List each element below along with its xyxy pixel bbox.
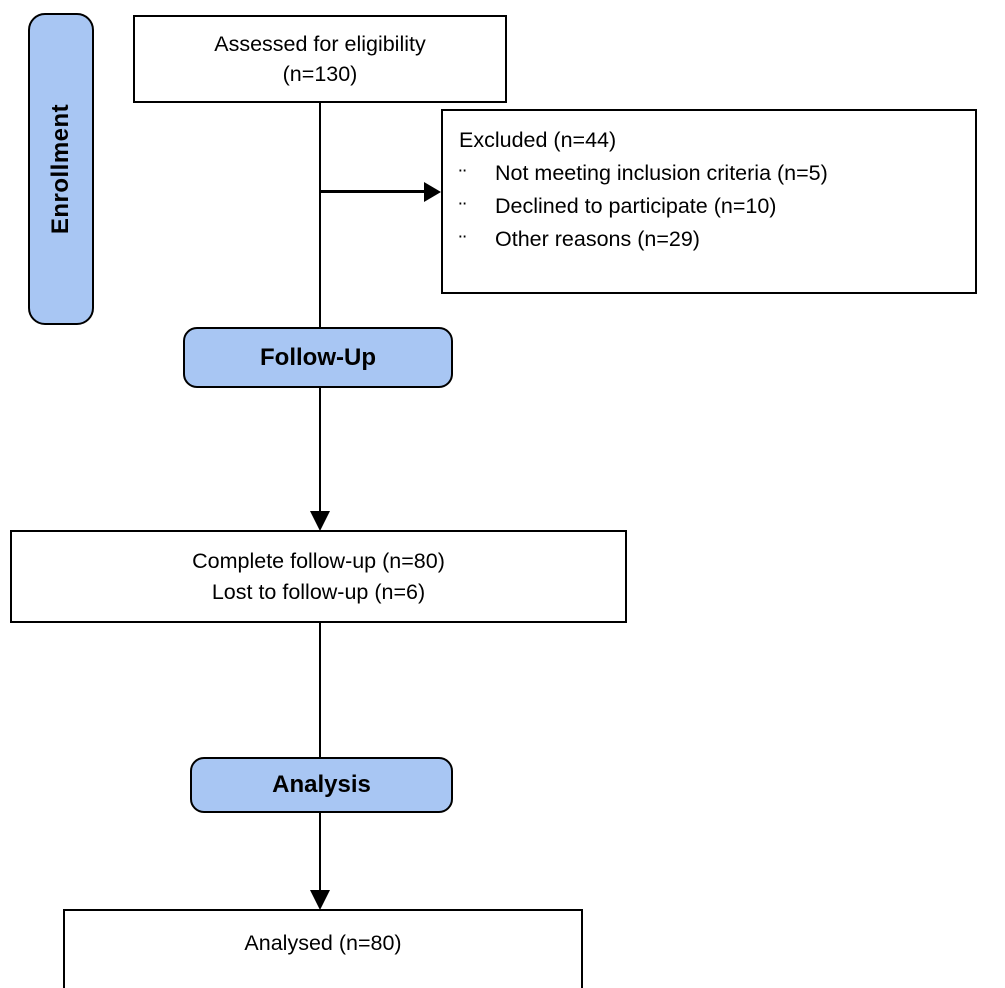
excluded-item-1: Not meeting inclusion criteria (n=5) xyxy=(495,161,828,185)
bullet-icon: ¨ xyxy=(459,198,467,223)
connector-complete-to-analysed xyxy=(319,623,321,890)
assessed-line2: (n=130) xyxy=(282,62,358,86)
followup-result-line1: Complete follow-up (n=80) xyxy=(192,548,445,573)
excluded-item-3: Other reasons (n=29) xyxy=(495,227,700,251)
excluded-box: Excluded (n=44) ¨ Not meeting inclusion … xyxy=(441,109,977,294)
connector-to-excluded xyxy=(320,190,425,193)
phase-tab-followup: Follow-Up xyxy=(183,327,453,388)
arrowhead-down-icon xyxy=(310,511,330,531)
arrowhead-right-icon xyxy=(424,182,441,202)
followup-result-line2: Lost to follow-up (n=6) xyxy=(211,579,426,604)
bullet-icon: ¨ xyxy=(459,231,467,256)
connector-assessed-to-complete xyxy=(319,103,321,511)
excluded-item-row: ¨ Other reasons (n=29) xyxy=(459,223,959,256)
phase-label-followup: Follow-Up xyxy=(260,343,376,371)
phase-label-analysis: Analysis xyxy=(272,771,371,798)
assessed-box: Assessed for eligibility (n=130) xyxy=(133,15,507,103)
excluded-title: Excluded (n=44) xyxy=(459,128,617,152)
assessed-line1: Assessed for eligibility xyxy=(214,32,426,56)
excluded-item-row: ¨ Declined to participate (n=10) xyxy=(459,190,959,223)
phase-tab-enrollment: Enrollment xyxy=(28,13,94,325)
arrowhead-down-icon xyxy=(310,890,330,910)
phase-label-enrollment: Enrollment xyxy=(47,103,74,235)
analysed-box: Analysed (n=80) xyxy=(63,909,583,988)
followup-result-box: Complete follow-up (n=80) Lost to follow… xyxy=(10,530,627,623)
bullet-icon: ¨ xyxy=(459,165,467,190)
excluded-item-row: ¨ Not meeting inclusion criteria (n=5) xyxy=(459,157,959,190)
analysed-line1: Analysed (n=80) xyxy=(244,931,402,955)
phase-tab-analysis: Analysis xyxy=(190,757,453,813)
excluded-item-2: Declined to participate (n=10) xyxy=(495,194,777,218)
